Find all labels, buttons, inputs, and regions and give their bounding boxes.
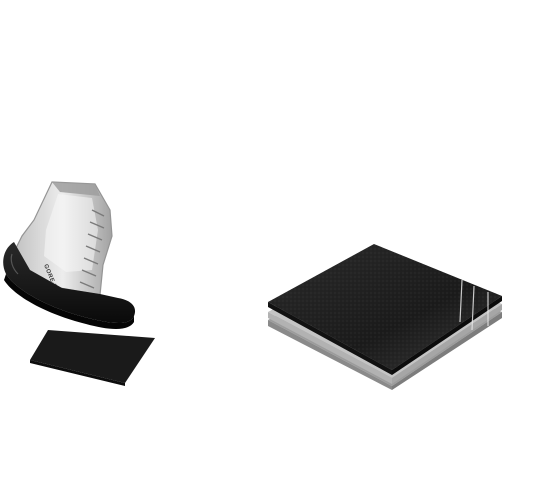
boot-collar: [52, 182, 100, 196]
laminate-layer-top-grain: [268, 244, 502, 370]
laminate-layer-top-edge: [268, 302, 392, 375]
boot-sole-tread: [4, 274, 134, 329]
boot-pad: [30, 330, 155, 383]
boot-liner: [44, 194, 98, 272]
boot-pad-edge: [30, 360, 125, 386]
laminate-layer-bottom-edge: [268, 320, 392, 390]
boot-laces: [79, 209, 105, 289]
laminate-highlights: [459, 279, 489, 331]
boot-svg: GORE-TEX: [3, 181, 155, 386]
laminate-swatch-illustration: [262, 240, 512, 400]
laminate-layer-middle-edge-right: [392, 304, 502, 384]
boot-illustration: GORE-TEX: [0, 170, 170, 390]
laminate-layer-top-edge-right: [392, 296, 502, 375]
boot-sole: [3, 242, 136, 323]
laminate-layer-bottom-edge-right: [392, 312, 502, 390]
laminate-svg: [268, 244, 502, 390]
boot-toe-highlight: [10, 253, 19, 275]
laminate-layer-middle-edge: [268, 312, 392, 384]
